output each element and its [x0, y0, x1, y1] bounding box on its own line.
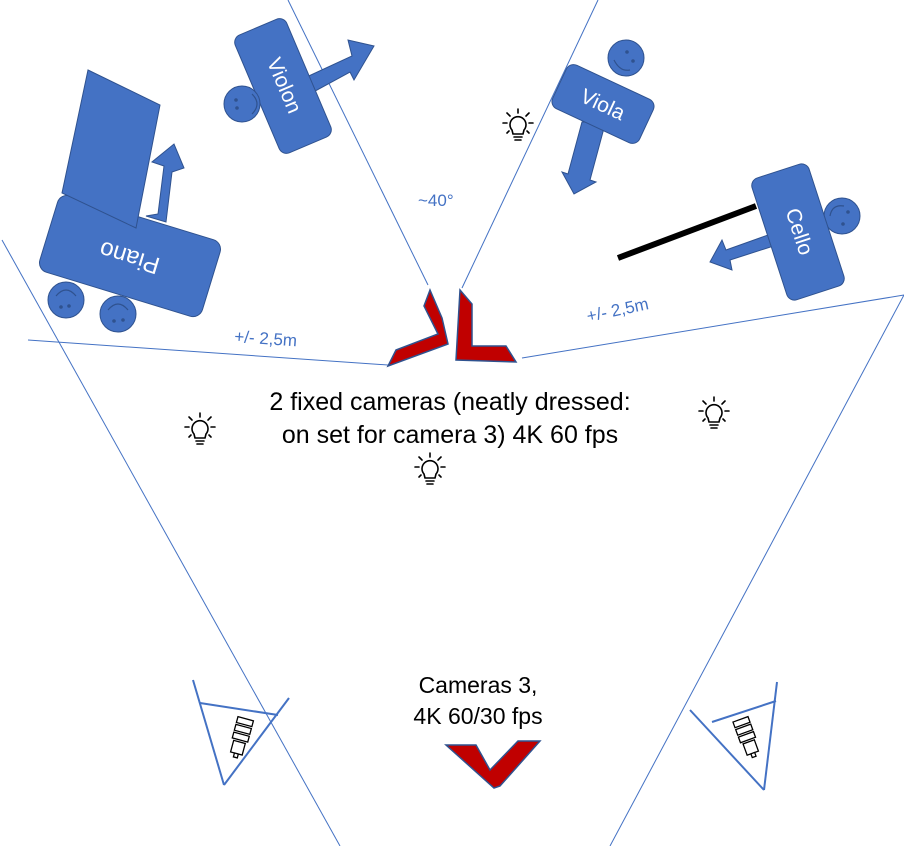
piano-keyboard-box	[39, 194, 221, 318]
viola-body[interactable]: Viola	[549, 62, 656, 146]
fixed-cameras-caption-line2: on set for camera 3) 4K 60 fps	[282, 421, 618, 449]
violist-face	[607, 39, 645, 77]
face-icon	[47, 281, 85, 319]
fov-line-right-upper	[461, 0, 599, 289]
face-icon	[607, 39, 645, 77]
distance-label-right: +/- 2,5m	[585, 294, 650, 326]
face-icon	[99, 295, 137, 333]
cello-box	[751, 163, 845, 301]
cello-body[interactable]: Cello	[750, 162, 847, 302]
cellist-face	[823, 197, 861, 235]
pianist-face-2	[99, 295, 137, 333]
fixed-camera-left[interactable]	[386, 287, 449, 368]
viola-group: Viola	[549, 39, 656, 195]
fixed-cameras	[386, 287, 518, 368]
violon-body[interactable]: Violon	[232, 16, 334, 156]
lightbulb-icon	[698, 396, 730, 429]
fov-line-left-upper	[287, 0, 429, 286]
cello-instrument-line	[616, 203, 758, 261]
angle-label: ~40°	[418, 191, 454, 210]
lightbulb-icon	[414, 452, 446, 485]
lightbulb-icons	[184, 108, 730, 485]
piano-group: Piano	[37, 69, 223, 333]
cello-group: Cello	[616, 162, 861, 302]
camera3-fov-line-left	[1, 239, 341, 846]
piano-lid	[61, 69, 161, 229]
violon-group: Violon	[223, 16, 375, 156]
distance-label-left: +/- 2,5m	[234, 327, 298, 350]
pianist-face-1	[47, 281, 85, 319]
fixed-camera-right[interactable]	[455, 288, 518, 363]
softbox-left	[192, 679, 290, 786]
violinist-face	[223, 85, 261, 123]
viola-direction-arrow	[560, 121, 605, 195]
fluorescent-bulb-icon	[229, 715, 255, 759]
fluorescent-bulb-icon	[732, 715, 760, 759]
camera3-caption-line1: Cameras 3,	[419, 672, 538, 698]
camera3-fov-line-right	[609, 294, 904, 846]
camera3-marker[interactable]	[444, 740, 542, 789]
face-icon	[223, 85, 261, 123]
fixed-cameras-caption-line1: 2 fixed cameras (neatly dressed:	[269, 388, 630, 416]
softbox-right	[689, 681, 778, 791]
camera3-caption-line2: 4K 60/30 fps	[413, 703, 542, 729]
face-icon	[823, 197, 861, 235]
distance-line-right	[521, 294, 904, 359]
lightbulb-icon	[184, 412, 216, 445]
viola-box	[551, 64, 655, 144]
piano-direction-arrow	[145, 143, 185, 223]
lightbulb-icon	[502, 108, 534, 141]
distance-line-left	[27, 339, 389, 366]
piano-body[interactable]: Piano	[37, 193, 223, 319]
